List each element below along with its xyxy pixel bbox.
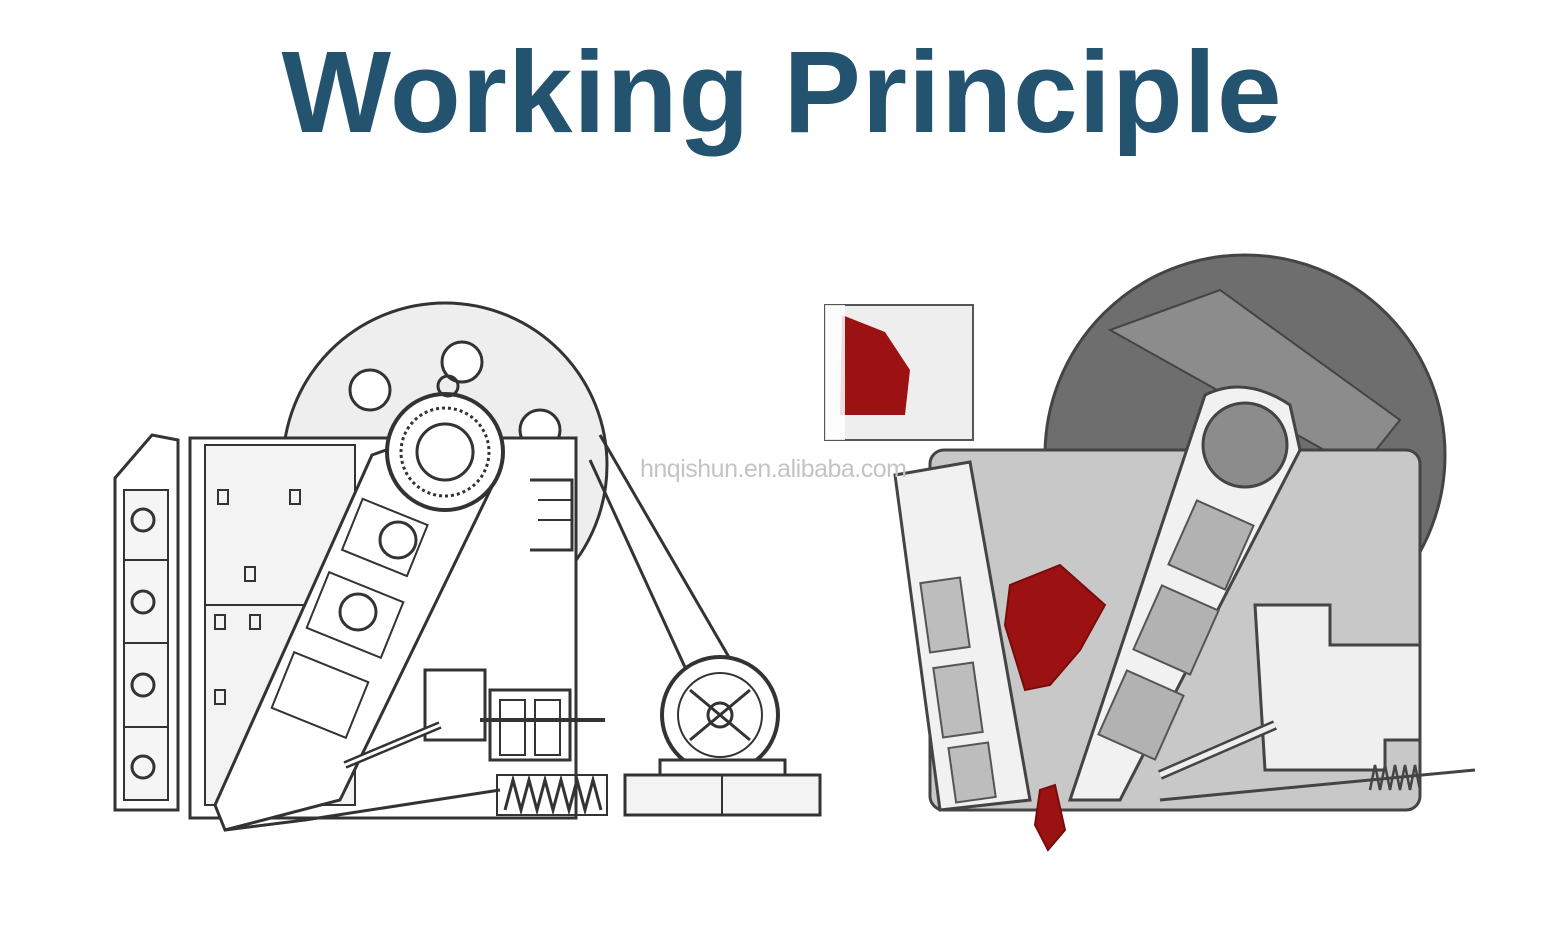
left-eccentric-shaft [415, 422, 475, 482]
right-swing-jaw-cell [1132, 584, 1220, 676]
right-rock-discharged [1033, 783, 1067, 852]
right-fixed-jaw-cell [947, 741, 997, 804]
left-side-hole [130, 589, 156, 615]
left-bolt [214, 614, 226, 630]
right-fixed-jaw-cell [932, 661, 984, 739]
page-title: Working Principle [281, 27, 1283, 157]
right-eccentric-shaft [1201, 401, 1289, 489]
left-motor-pulley-hub [706, 701, 734, 729]
left-eccentric-bearing-inner [399, 406, 491, 498]
left-spring [503, 774, 603, 816]
right-fixed-jaw-cell [919, 576, 971, 654]
left-swing-jaw-cell [305, 570, 405, 660]
left-spring-housing [496, 774, 608, 816]
left-fixed-jaw-panel [123, 489, 169, 801]
left-bolt [217, 489, 229, 505]
left-motor-mount [658, 758, 787, 777]
left-discharge-base [224, 788, 501, 832]
right-spring [1368, 764, 1422, 791]
right-tension-rod [1159, 768, 1476, 802]
right-swing-jaw-cell [1097, 669, 1185, 761]
left-back-block [530, 478, 574, 552]
right-swing-jaw-cell [1167, 499, 1255, 591]
left-bolt [214, 689, 226, 705]
left-flywheel-hole [440, 340, 484, 384]
left-motor-pulley-inner [677, 672, 763, 758]
left-side-hole [130, 672, 156, 698]
right-crusher-diagram [824, 253, 1476, 852]
left-toggle-plate-inner [344, 723, 441, 767]
right-toggle-block [1253, 603, 1422, 772]
right-toggle-plate-inner [1159, 722, 1276, 778]
right-inset-rock [840, 315, 910, 415]
watermark: hnqishun.en.alibaba.com [640, 455, 907, 483]
left-belt [588, 459, 702, 701]
left-crusher-diagram [113, 301, 822, 832]
left-wedge-block [488, 688, 572, 762]
left-side-hole [130, 507, 156, 533]
left-flywheel-hole [348, 368, 392, 412]
left-belt [598, 434, 750, 691]
left-eccentric-bearing [385, 392, 505, 512]
left-bolt [289, 489, 301, 505]
left-bolt [244, 566, 256, 582]
right-inset-edge-fade [825, 305, 845, 440]
left-swing-jaw-cell [270, 650, 370, 740]
right-rock-crushing [1003, 563, 1107, 692]
left-wedge-cell [499, 699, 526, 756]
left-bolt [249, 614, 261, 630]
left-side-hole [130, 754, 156, 780]
left-jaw-hole [378, 520, 418, 560]
left-jaw-hole [338, 592, 378, 632]
left-pulley-spoke [689, 688, 751, 742]
left-wedge-cell [534, 699, 561, 756]
left-lubrication-cup [436, 374, 460, 398]
left-swing-jaw-cell [340, 497, 429, 578]
